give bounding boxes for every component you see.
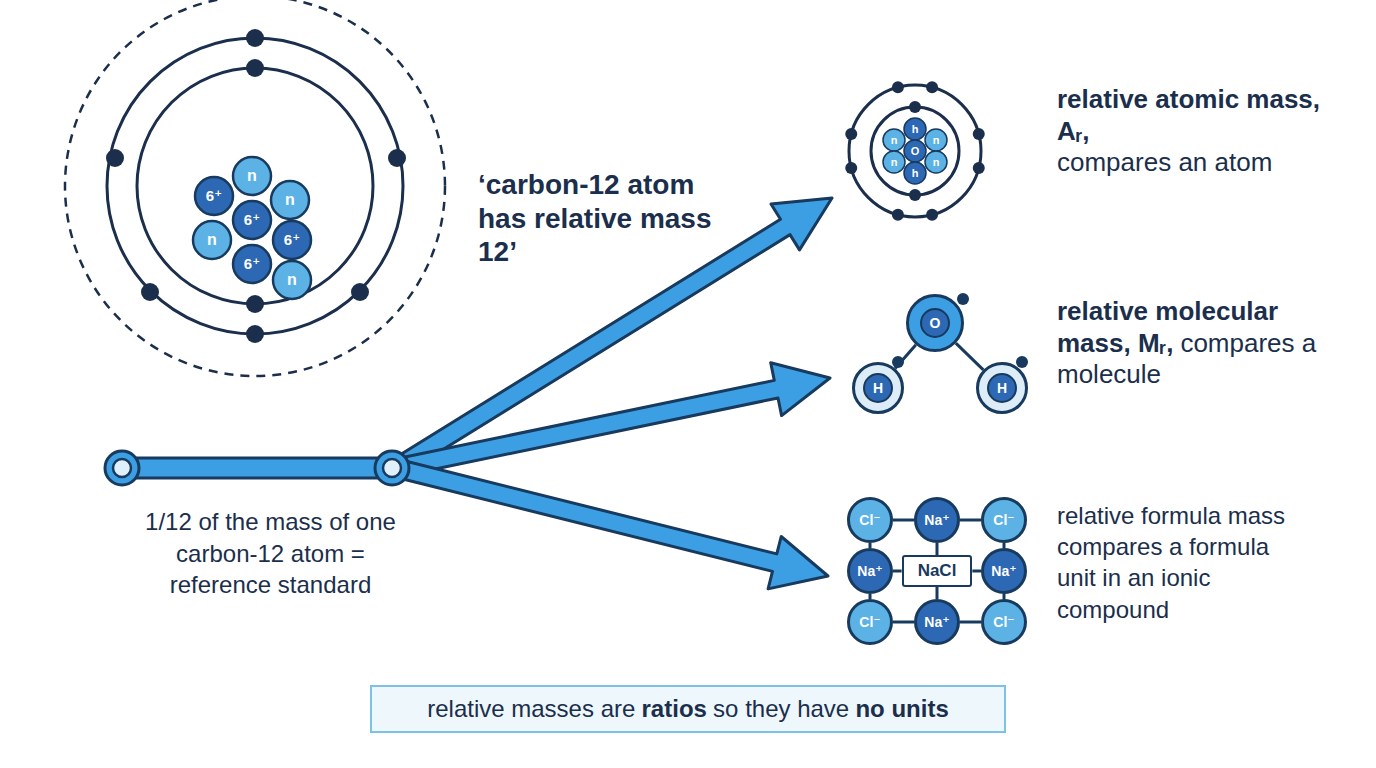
bond-line — [972, 570, 981, 573]
electron — [909, 101, 921, 113]
node-text: so they have — [713, 695, 849, 723]
node-text: Na⁺ — [991, 563, 1016, 579]
bond-line — [935, 587, 938, 599]
bond-line — [960, 621, 981, 624]
text-group: relative molecular mass, Mᵣ,compares a m… — [1057, 296, 1352, 391]
particle-label: O — [900, 140, 930, 162]
electron — [909, 189, 921, 201]
particle-label: n — [229, 157, 275, 195]
sodium-ion: Na⁺ — [847, 548, 893, 594]
chloride-ion: Cl⁻ — [981, 497, 1027, 543]
chloride-ion: Cl⁻ — [981, 599, 1027, 645]
electron — [845, 162, 857, 174]
electron — [892, 81, 904, 93]
term-heading: relative atomic mass, Aᵣ, — [1057, 84, 1320, 146]
particle-label: n — [269, 261, 315, 299]
particle-label: h — [900, 162, 930, 184]
bond-line — [893, 519, 914, 522]
text-group: relative atomic mass, Aᵣ,compares an ato… — [1057, 84, 1327, 179]
node-text: relative masses are — [427, 695, 635, 723]
branch-arrows — [391, 198, 832, 589]
node-text: H — [863, 373, 893, 403]
nucleus-particles — [193, 118, 947, 299]
hydrogen-atom-node: H — [976, 362, 1028, 414]
sodium-ion: Na⁺ — [981, 548, 1027, 594]
node-text: O — [920, 308, 950, 338]
oxygen-atom-node: O — [906, 294, 964, 352]
hydrogen-atom-node: H — [852, 362, 904, 414]
electron — [926, 209, 938, 221]
term-description: relative formula mass compares a formula… — [1057, 500, 1297, 625]
node-text: ratios — [642, 695, 707, 723]
node-text: Cl⁻ — [859, 614, 880, 630]
chloride-ion: Cl⁻ — [847, 599, 893, 645]
node-text: NaCl — [918, 561, 957, 581]
electron — [926, 81, 938, 93]
particle-label: n — [189, 221, 235, 259]
branch-arrow — [391, 198, 832, 476]
branch-arrow — [394, 459, 828, 589]
term-description: compares an atom — [1057, 147, 1327, 179]
particle-label: 6⁺ — [229, 201, 275, 239]
formula-unit-box: NaCl — [902, 555, 973, 587]
bond-line — [893, 621, 914, 624]
node-text: Na⁺ — [924, 614, 949, 630]
particle-label: 6⁺ — [229, 245, 275, 283]
reference-statement: ‘carbon-12 atom has relative mass 12’ — [478, 168, 740, 269]
carbon-atom — [65, 0, 445, 376]
reference-standard-note: 1/12 of the mass of one carbon-12 atom =… — [128, 506, 413, 601]
node-text: Cl⁻ — [859, 512, 880, 528]
node-text: H — [987, 373, 1017, 403]
bond-line — [956, 343, 984, 370]
electron — [973, 128, 985, 140]
bond-line — [893, 570, 902, 573]
sodium-ion: Na⁺ — [914, 599, 960, 645]
node-text: Cl⁻ — [993, 614, 1014, 630]
bond-line — [935, 543, 938, 555]
note-box: relative masses areratiosso they haveno … — [370, 685, 1006, 733]
particle-label: n — [879, 151, 909, 173]
electron — [973, 162, 985, 174]
node-text: no units — [855, 695, 948, 723]
sodium-ion: Na⁺ — [914, 497, 960, 543]
particle-label: 6⁺ — [269, 221, 315, 259]
particle-label: n — [921, 129, 951, 151]
node-text: Na⁺ — [924, 512, 949, 528]
particle-label: n — [267, 181, 313, 219]
bond-line — [960, 519, 981, 522]
oxygen-atom — [845, 81, 985, 221]
particle-label: h — [900, 118, 930, 140]
chloride-ion: Cl⁻ — [847, 497, 893, 543]
branch-arrow — [394, 363, 830, 477]
node-text: Na⁺ — [857, 563, 882, 579]
reference-bar — [105, 451, 409, 485]
electron — [845, 128, 857, 140]
node-text: Cl⁻ — [993, 512, 1014, 528]
particle-label: n — [921, 151, 951, 173]
particle-label: n — [879, 129, 909, 151]
electron — [892, 209, 904, 221]
particle-label: 6⁺ — [191, 177, 237, 215]
